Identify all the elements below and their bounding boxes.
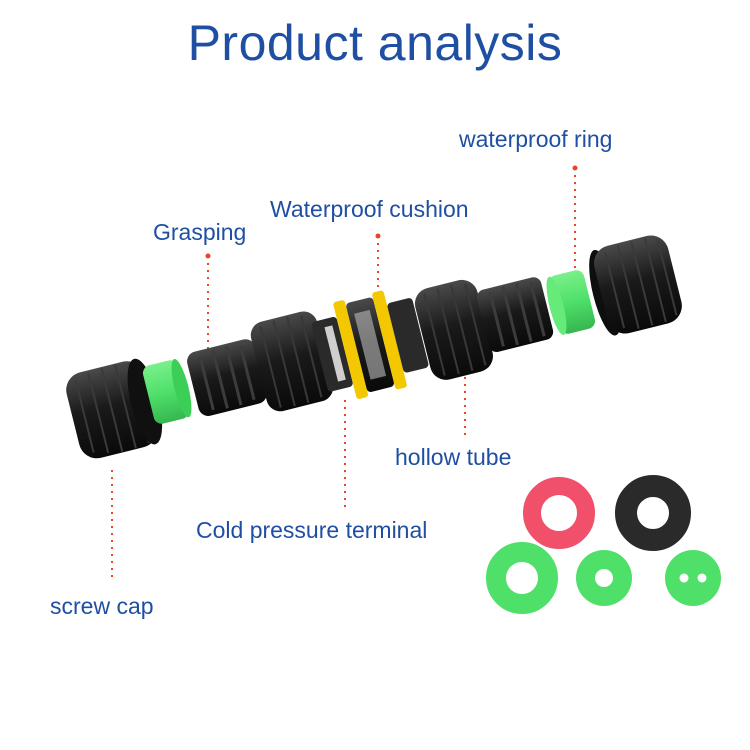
- green-seal-ring-small-hole: [576, 550, 632, 606]
- screw-cap-left: [66, 358, 163, 459]
- label-cold-pressure-terminal: Cold pressure terminal: [196, 517, 428, 543]
- green-ring-left: [142, 358, 192, 424]
- leader-lines: [111, 168, 576, 582]
- label-hollow-tube: hollow tube: [395, 444, 512, 470]
- label-waterproof-cushion: Waterproof cushion: [270, 196, 469, 222]
- label-screw-cap: screw cap: [50, 593, 154, 619]
- red-seal-ring: [523, 477, 595, 549]
- terminal-block: [311, 290, 429, 399]
- label-waterproof-ring: waterproof ring: [459, 126, 613, 152]
- page-title: Product analysis: [187, 15, 563, 71]
- green-ring-right: [546, 270, 596, 336]
- screw-cap-right: [589, 235, 682, 336]
- green-seal-ring-two-holes: [665, 550, 721, 606]
- hollow-tube-body: [414, 277, 554, 380]
- black-seal-ring: [615, 475, 691, 551]
- green-seal-ring-large-hole: [486, 542, 558, 614]
- leader-dots: [205, 165, 578, 259]
- spare-seal-rings: [486, 475, 721, 614]
- label-grasping: Grasping: [153, 219, 247, 245]
- grasping-body: [187, 311, 334, 416]
